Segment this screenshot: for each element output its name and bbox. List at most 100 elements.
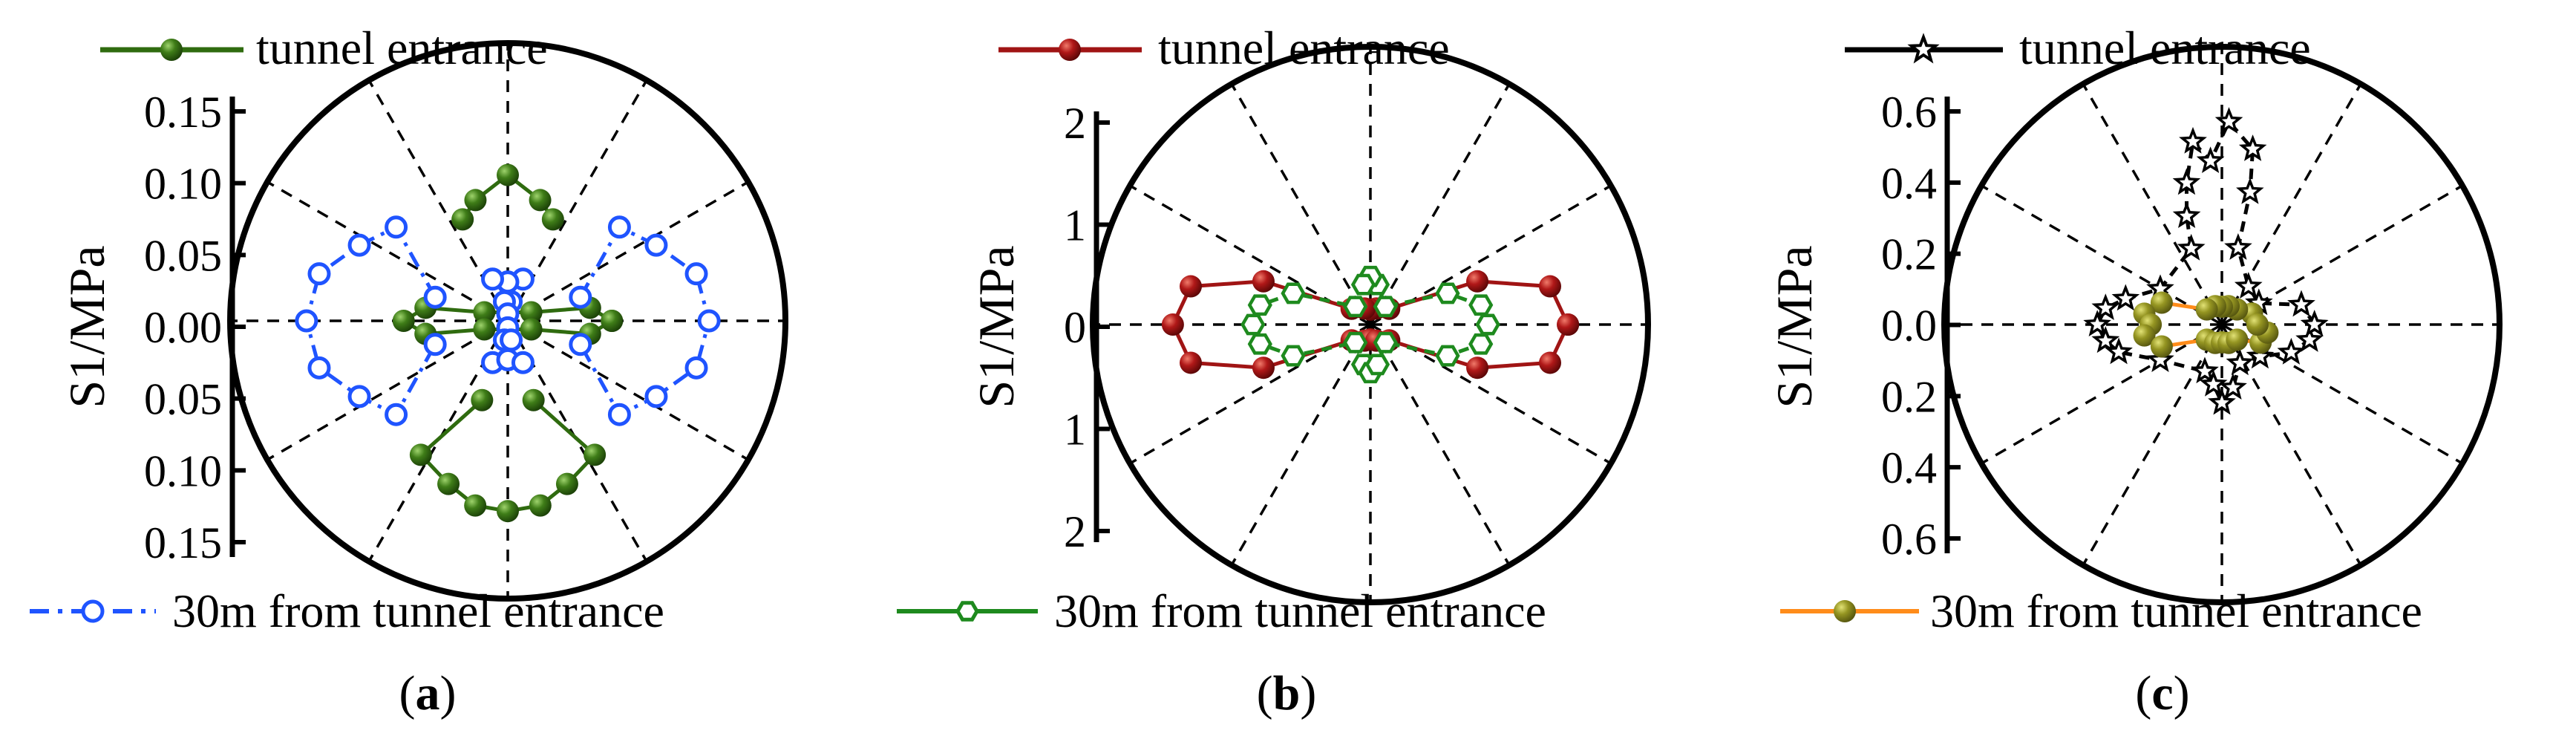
data-point-open-circle xyxy=(684,356,708,380)
data-point-open-star xyxy=(2191,356,2219,384)
data-point-open-circle xyxy=(697,309,721,333)
radial-tick-label: 0.2 xyxy=(1881,230,1937,279)
radial-tick-labels: 0.60.40.20.00.20.40.6 xyxy=(1881,88,1937,564)
data-point-ball xyxy=(437,472,460,495)
series xyxy=(2133,291,2279,358)
data-point-open-star xyxy=(2146,345,2174,373)
data-point-open-hexagon xyxy=(1247,333,1272,355)
data-point-open-hexagon xyxy=(1343,331,1368,354)
plot-area xyxy=(1161,265,1580,384)
data-point-ball xyxy=(1161,313,1184,336)
data-point-open-hexagon xyxy=(1475,313,1500,336)
data-point-ball xyxy=(1466,270,1489,293)
radial-tick-label: 1 xyxy=(1064,406,1086,455)
polar-spoke xyxy=(1230,83,1372,325)
data-point-open-circle xyxy=(385,215,408,239)
data-point-open-circle xyxy=(423,333,447,356)
data-point-ball xyxy=(2150,335,2173,358)
radial-tick-label: 0.15 xyxy=(144,518,222,567)
polar-spoke xyxy=(1981,323,2223,465)
legend-marker-open-hexagon xyxy=(955,601,979,622)
data-point-ball xyxy=(1539,275,1562,298)
data-point-open-star xyxy=(2246,342,2275,369)
legend-bottom-c: 30m from tunnel entrance xyxy=(1780,584,2422,637)
data-point-open-star xyxy=(2219,373,2247,400)
panel-letter: c xyxy=(2151,666,2173,720)
data-point-open-circle xyxy=(295,309,318,333)
radial-tick-label: 0.4 xyxy=(1881,159,1937,208)
polar-spoke xyxy=(1369,324,1511,566)
y-axis-label: S1/MPa xyxy=(968,245,1024,408)
panel-label-a: (a) xyxy=(399,666,457,720)
data-point-open-star xyxy=(2105,337,2133,365)
data-point-ball xyxy=(1252,270,1275,293)
legend-marker-ball xyxy=(1834,600,1856,622)
data-point-open-star xyxy=(2234,272,2263,299)
data-point-ball xyxy=(583,443,607,466)
data-point-open-circle xyxy=(607,403,631,426)
radial-tick-label: 0.00 xyxy=(144,303,222,352)
outer-circle xyxy=(1090,44,1651,605)
data-point-open-star xyxy=(2111,284,2140,311)
data-point-ball xyxy=(2246,313,2269,336)
series xyxy=(409,388,607,523)
radial-tick-label: 0.6 xyxy=(1881,88,1937,137)
data-point-open-circle xyxy=(644,385,668,408)
radial-tick-label: 1 xyxy=(1064,201,1086,250)
polar-spoke xyxy=(1369,83,1511,325)
plot-area xyxy=(2083,107,2329,415)
data-point-open-circle xyxy=(607,215,631,239)
data-point-open-circle xyxy=(644,233,668,257)
legend-marker-ball xyxy=(1059,39,1081,61)
radial-tick-label: 0.05 xyxy=(144,375,222,424)
radial-tick-label: 0 xyxy=(1064,303,1086,352)
data-point-open-circle xyxy=(569,285,592,309)
panel-a: tunnel entrance S1/MPa 0.150.100.050.000… xyxy=(30,22,788,720)
polar-spoke xyxy=(267,319,509,461)
series xyxy=(569,215,721,426)
data-point-open-hexagon xyxy=(1435,282,1460,305)
data-point-open-circle xyxy=(500,328,523,352)
data-point-open-circle xyxy=(307,262,331,286)
data-point-open-star xyxy=(2224,233,2252,260)
data-point-ball xyxy=(555,472,578,495)
radial-tick-label: 0.4 xyxy=(1881,443,1937,492)
panel-label-b: (b) xyxy=(1257,666,1317,720)
data-point-open-hexagon xyxy=(1373,331,1398,354)
panel-letter: b xyxy=(1273,666,1301,720)
data-point-ball xyxy=(2226,328,2249,351)
data-point-ball xyxy=(522,388,545,411)
data-point-open-star xyxy=(2208,388,2236,415)
data-point-open-star xyxy=(2199,369,2228,397)
radial-tick-label: 0.10 xyxy=(144,160,222,209)
data-point-ball xyxy=(541,208,564,231)
data-point-open-star xyxy=(2172,168,2201,195)
data-point-ball xyxy=(520,301,543,324)
legend-label: 30m from tunnel entrance xyxy=(1054,584,1546,637)
data-point-ball xyxy=(2133,324,2156,347)
data-point-open-hexagon xyxy=(1247,294,1272,316)
radial-tick-label: 0.15 xyxy=(144,88,222,137)
data-point-open-star xyxy=(2172,201,2201,229)
data-point-open-hexagon xyxy=(1343,296,1368,318)
data-point-open-circle xyxy=(347,385,371,408)
polar-spoke xyxy=(507,180,749,322)
data-point-ball xyxy=(1466,356,1489,380)
data-point-open-star xyxy=(2091,293,2120,320)
series xyxy=(481,267,535,374)
radial-tick-label: 0.2 xyxy=(1881,372,1937,421)
legend-bottom-a: 30m from tunnel entrance xyxy=(30,584,664,637)
data-point-open-star xyxy=(2300,310,2329,336)
data-point-open-star xyxy=(2287,290,2315,317)
series xyxy=(1240,265,1500,384)
data-point-open-circle xyxy=(684,262,708,286)
data-point-open-star xyxy=(2083,310,2111,336)
radial-axis: 0.150.100.050.000.050.100.15 xyxy=(144,88,246,567)
data-point-open-star xyxy=(2091,326,2120,354)
data-point-open-circle xyxy=(385,403,408,426)
data-point-open-hexagon xyxy=(1350,273,1376,296)
outer-circle xyxy=(227,40,788,602)
data-point-open-star xyxy=(2295,325,2324,352)
data-point-ball xyxy=(497,163,519,186)
